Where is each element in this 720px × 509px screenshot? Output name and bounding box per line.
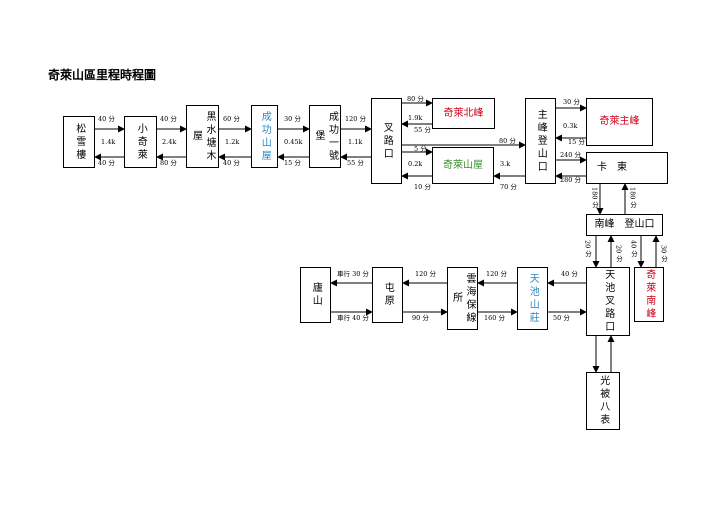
- label-time: 120 分: [345, 115, 366, 123]
- label-distance: 0.45k: [284, 138, 303, 146]
- label-time: 90 分: [412, 314, 429, 322]
- label-time: 40 分: [160, 115, 177, 123]
- label-time: 60 分: [223, 115, 240, 123]
- label-time: 30 分: [284, 115, 301, 123]
- node-xiaoqilai: 小奇萊: [124, 116, 157, 168]
- label-time: 車行 30 分: [337, 270, 369, 278]
- label-time: 車行 40 分: [337, 314, 369, 322]
- label-time: 40 分: [561, 270, 578, 278]
- label-time: 40 分: [98, 159, 115, 167]
- label-time: 180 分: [590, 187, 599, 208]
- label-distance: 0.2k: [408, 160, 423, 168]
- label-distance: 1.2k: [225, 138, 240, 146]
- node-chenggong-no1: 成功一號堡: [309, 105, 341, 168]
- label-time: 120 分: [415, 270, 436, 278]
- label-time: 280 分: [560, 176, 581, 184]
- node-heishui-cabin: 黑水塘木屋: [186, 105, 219, 168]
- node-tunyuan: 屯原: [372, 267, 403, 323]
- label-time: 10 分: [414, 183, 431, 191]
- node-lushan: 廬山: [300, 267, 331, 323]
- node-chenggong-hut: 成功山屋: [251, 105, 278, 168]
- label-time: 5 分: [414, 145, 427, 153]
- label-time: 80 分: [499, 137, 516, 145]
- node-main-peak-trailhead: 主峰登山口: [525, 98, 556, 184]
- label-distance: 1.4k: [101, 138, 116, 146]
- label-distance: 3.k: [500, 160, 511, 168]
- label-time: 40 分: [98, 115, 115, 123]
- label-time: 180 分: [628, 187, 637, 208]
- label-time: 15 分: [568, 138, 585, 146]
- label-time: 70 分: [500, 183, 517, 191]
- node-qilai-hut: 奇萊山屋: [432, 147, 494, 184]
- node-kadong: 卡 東: [586, 152, 668, 184]
- label-time: 20 分: [583, 240, 592, 257]
- label-time: 30 分: [563, 98, 580, 106]
- label-time: 20 分: [614, 245, 623, 262]
- node-guangbei-babiao: 光被八表: [586, 372, 620, 430]
- label-time: 50 分: [553, 314, 570, 322]
- label-time: 80 分: [160, 159, 177, 167]
- label-time: 15 分: [284, 159, 301, 167]
- node-yunhai-station: 雲海保線所: [447, 267, 478, 330]
- node-qilai-south-peak: 奇萊南峰: [634, 267, 664, 322]
- label-time: 40 分: [629, 240, 638, 257]
- label-time: 80 分: [407, 95, 424, 103]
- label-time: 30 分: [659, 245, 668, 262]
- label-time: 55 分: [347, 159, 364, 167]
- page-title: 奇萊山區里程時程圖: [48, 68, 157, 82]
- label-distance: 1.1k: [348, 138, 363, 146]
- node-chalu-junction: 叉路口: [371, 98, 402, 184]
- label-time: 160 分: [484, 314, 505, 322]
- node-tianchi-lodge: 天池山莊: [517, 267, 548, 330]
- label-distance: 2.4k: [162, 138, 177, 146]
- label-time: 240 分: [560, 151, 581, 159]
- label-distance: 0.3k: [563, 122, 578, 130]
- node-songxue-lodge: 松雪樓: [63, 116, 95, 168]
- node-tianchi-junction: 天池叉路口: [586, 267, 630, 336]
- node-qilai-north-peak: 奇萊北峰: [432, 98, 495, 129]
- label-time: 55 分: [414, 126, 431, 134]
- label-time: 40 分: [223, 159, 240, 167]
- node-qilai-main-peak: 奇萊主峰: [586, 98, 653, 146]
- node-south-peak-trailhead: 南峰 登山口: [586, 214, 663, 236]
- label-time: 120 分: [486, 270, 507, 278]
- label-distance: 1.9k: [408, 114, 423, 122]
